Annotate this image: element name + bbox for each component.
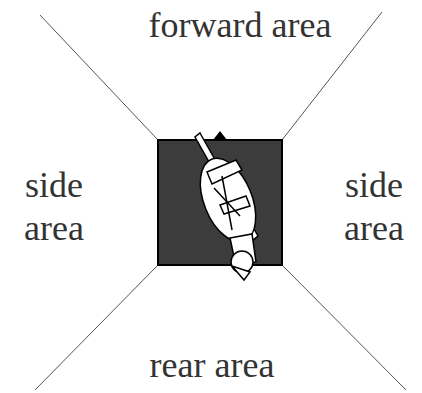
area-label: side area [8, 164, 100, 250]
unit-square [158, 140, 282, 265]
facing-arrow [213, 131, 227, 140]
boundary-line [40, 15, 158, 140]
boundary-line [35, 265, 158, 390]
area-label: side area [328, 164, 420, 250]
soldier-figure [189, 133, 266, 280]
area-label: forward area [149, 4, 332, 47]
area-label: rear area [150, 344, 275, 387]
boundary-line [282, 265, 406, 390]
